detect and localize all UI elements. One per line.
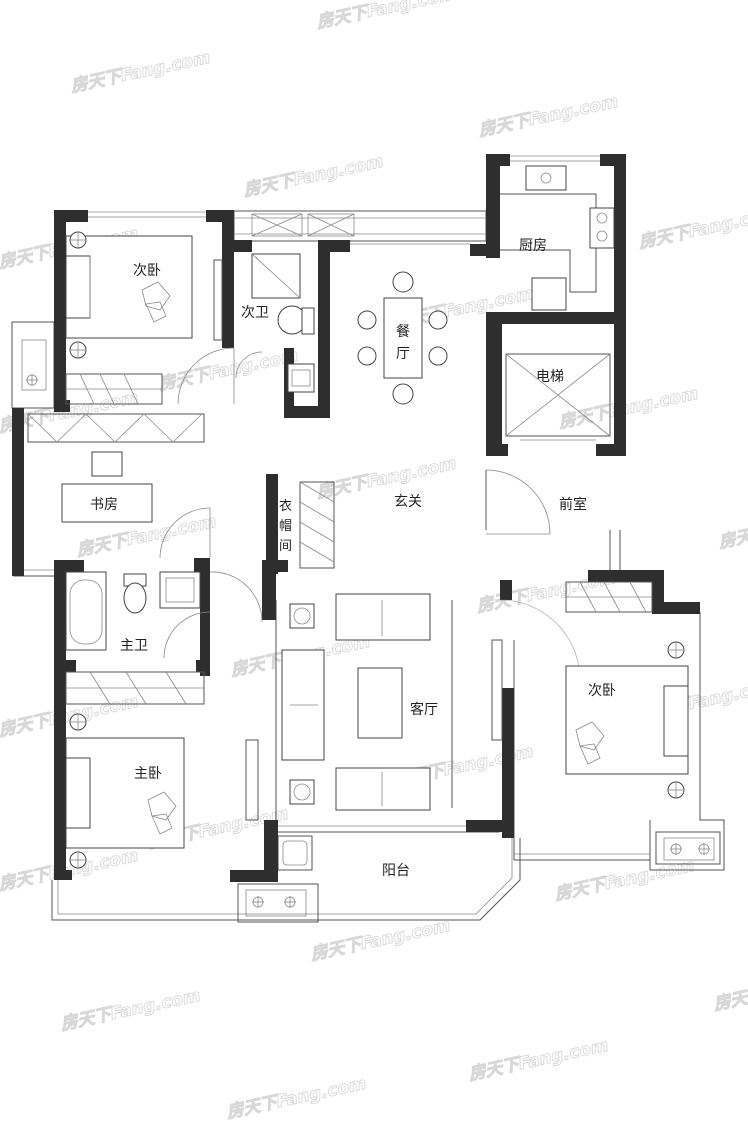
watermark: 房天下Fang.com (0, 692, 140, 741)
room-labels: 次卧 次卫 餐 厅 厨房 电梯 书房 玄关 前室 衣 帽 间 主卫 客厅 次卧 … (90, 238, 616, 879)
watermark: 房天下Fang.com (466, 1036, 610, 1085)
watermark: 房天下Fang.com (636, 204, 748, 253)
watermark: 房天下Fang.com (716, 504, 748, 553)
watermark: 房天下Fang.com (156, 346, 300, 395)
label-bath-second: 次卫 (241, 305, 269, 321)
bed-master (65, 713, 185, 869)
kitchen-fixtures (500, 165, 615, 311)
watermark: 房天下Fang.com (552, 856, 696, 905)
watermark: 房天下Fang.com (314, 0, 458, 33)
label-master-bedroom: 主卧 (134, 766, 162, 782)
living-room-furniture (281, 593, 453, 811)
bed-nw (65, 231, 193, 359)
study-desk (61, 451, 153, 523)
master-bath-fixtures (65, 571, 201, 651)
watermark: 房天下Fang.com (58, 986, 202, 1035)
elevator-shaft (505, 353, 611, 441)
label-living: 客厅 (410, 701, 438, 718)
label-closet-2: 帽 (279, 518, 292, 534)
label-dining: 餐 (396, 324, 410, 340)
watermark: 房天下Fang.com (711, 966, 748, 1015)
label-anteroom: 前室 (559, 496, 587, 513)
bath-second-fixtures (251, 253, 315, 393)
watermark: 房天下Fang.com (241, 152, 385, 201)
watermark: 房天下Fang.com (224, 1074, 368, 1122)
dining-set (357, 271, 448, 405)
watermark: 房天下Fang.com (556, 384, 700, 433)
label-foyer: 玄关 (394, 493, 422, 510)
label-elevator: 电梯 (536, 369, 564, 385)
label-closet-3: 间 (279, 539, 292, 554)
label-study: 书房 (90, 497, 118, 513)
wardrobes (27, 213, 653, 705)
watermark: 房天下Fang.com (476, 92, 620, 141)
label-bedroom-east: 次卧 (588, 683, 616, 699)
ac-units (26, 374, 715, 908)
watermark: 房天下Fang.com (68, 48, 212, 97)
label-closet-1: 衣 (279, 498, 292, 514)
label-dining-2: 厅 (396, 346, 410, 362)
label-master-bath: 主卫 (120, 638, 148, 654)
label-bedroom-nw: 次卧 (133, 263, 161, 279)
watermark: 房天下Fang.com (314, 454, 458, 503)
bed-east (565, 641, 689, 799)
doors (159, 259, 581, 821)
label-kitchen: 厨房 (519, 238, 547, 254)
watermark: 房天下Fang.com (308, 916, 452, 965)
label-balcony: 阳台 (382, 863, 410, 879)
